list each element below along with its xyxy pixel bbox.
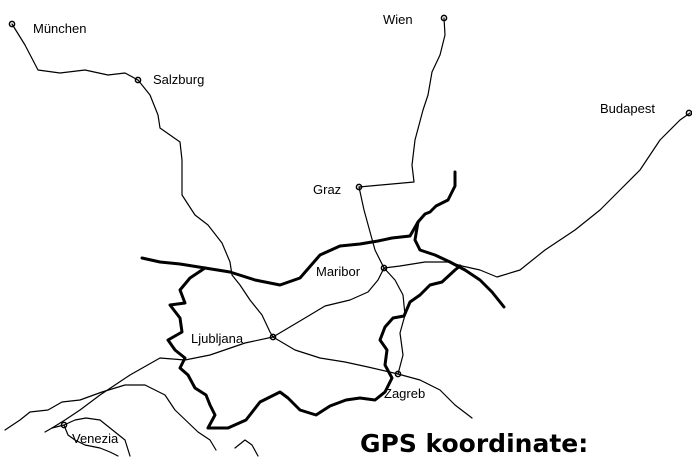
route-graz-maribor	[358, 186, 385, 269]
border-line-east	[413, 220, 506, 309]
route-venezia-south	[63, 424, 119, 457]
route-salzburg-ljubljana	[137, 79, 274, 338]
route-ljubljana-zagreb	[272, 336, 399, 375]
city-marker-munchen	[8, 20, 16, 28]
route-ljubljana-west	[51, 336, 274, 429]
route-maribor-zagreb	[383, 267, 406, 375]
route-zagreb-southeast	[397, 373, 473, 419]
route-maribor-ljubljana	[272, 267, 385, 338]
route-south-stub	[234, 439, 259, 457]
city-marker-salzburg	[134, 76, 142, 84]
city-label-salzburg: Salzburg	[153, 72, 204, 87]
gps-coordinates-label: GPS koordinate:	[360, 429, 588, 457]
city-label-zagreb: Zagreb	[384, 386, 425, 401]
border-line-south	[166, 264, 462, 430]
city-marker-graz	[355, 183, 363, 191]
city-label-ljubljana: Ljubljana	[191, 331, 244, 346]
city-marker-venezia	[60, 421, 68, 429]
city-label-budapest: Budapest	[600, 101, 655, 116]
route-budapest-maribor	[383, 112, 691, 278]
route-wien-graz	[358, 17, 446, 188]
city-label-munchen: München	[33, 21, 86, 36]
route-coast-west	[44, 417, 131, 457]
border-line-north	[140, 170, 457, 287]
city-label-venezia: Venezia	[72, 431, 119, 446]
city-label-graz: Graz	[313, 182, 341, 197]
route-coast	[4, 384, 217, 451]
route-munchen-salzburg	[11, 23, 139, 81]
city-marker-maribor	[380, 264, 388, 272]
city-marker-ljubljana	[269, 333, 277, 341]
city-label-wien: Wien	[383, 12, 413, 27]
city-label-maribor: Maribor	[316, 264, 361, 279]
city-marker-zagreb	[394, 370, 402, 378]
city-marker-wien	[440, 14, 448, 22]
